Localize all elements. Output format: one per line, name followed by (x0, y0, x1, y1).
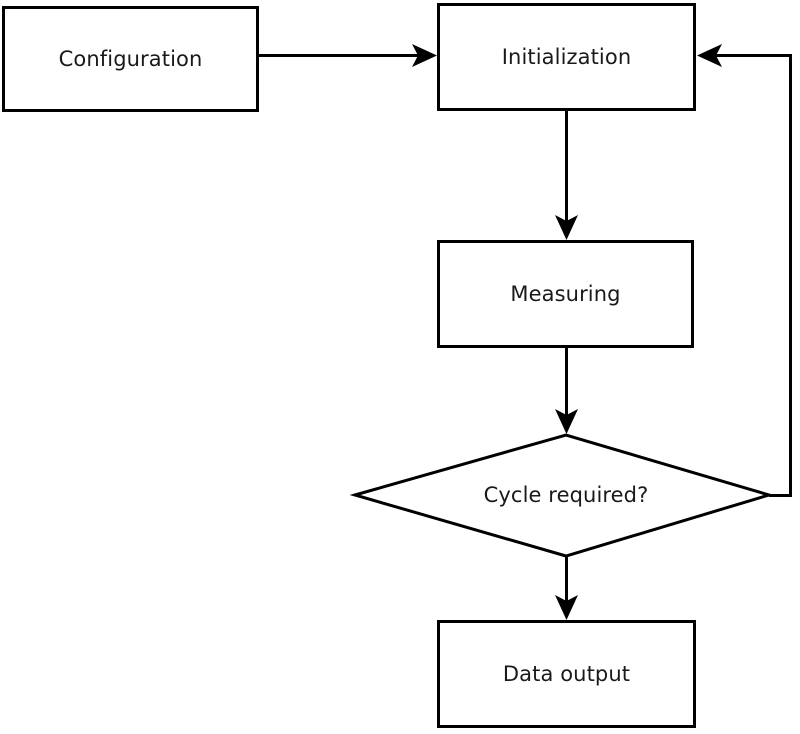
edge-decision-to-init-arrowhead (697, 44, 722, 67)
node-shape-dataoutput[interactable] (437, 620, 696, 728)
node-shape-configuration[interactable] (2, 6, 259, 112)
node-shape-initialization[interactable] (437, 3, 696, 111)
edge-config-to-init-arrowhead (412, 44, 437, 67)
edge-decision-to-init-line (711, 54, 792, 497)
edge-init-to-measuring-arrowhead (555, 215, 578, 240)
node-shape-decision[interactable] (349, 433, 775, 558)
node-shape-measuring[interactable] (437, 240, 694, 348)
edge-measuring-to-decision-arrowhead (555, 409, 578, 434)
edge-decision-to-output-arrowhead (555, 595, 578, 620)
